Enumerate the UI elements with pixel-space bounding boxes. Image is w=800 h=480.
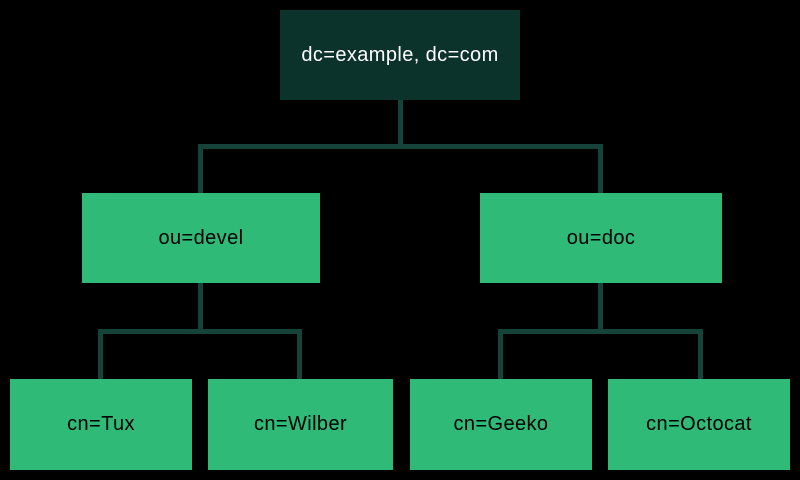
- tree-node-cn-wilber: cn=Wilber: [208, 379, 393, 470]
- tree-node-cn-tux-label: cn=Tux: [67, 413, 135, 435]
- tree-node-root-label: dc=example, dc=com: [301, 43, 499, 66]
- tree-node-cn-wilber-label: cn=Wilber: [253, 413, 348, 435]
- tree-node-root: dc=example, dc=com: [280, 10, 520, 100]
- connector-level1-elbow: [198, 144, 603, 193]
- tree-node-ou-doc-label: ou=doc: [566, 226, 636, 249]
- tree-node-cn-octocat: cn=Octocat: [608, 379, 790, 470]
- tree-node-cn-octocat-label: cn=Octocat: [646, 413, 752, 435]
- tree-node-ou-devel-label: ou=devel: [158, 226, 244, 249]
- tree-node-ou-doc: ou=doc: [480, 193, 722, 283]
- tree-node-cn-tux: cn=Tux: [10, 379, 192, 470]
- connector-devel-elbow: [98, 329, 302, 379]
- tree-node-cn-geeko-label: cn=Geeko: [453, 413, 549, 435]
- connector-doc-elbow: [498, 329, 703, 379]
- tree-node-ou-devel: ou=devel: [82, 193, 320, 283]
- tree-node-cn-geeko: cn=Geeko: [410, 379, 592, 470]
